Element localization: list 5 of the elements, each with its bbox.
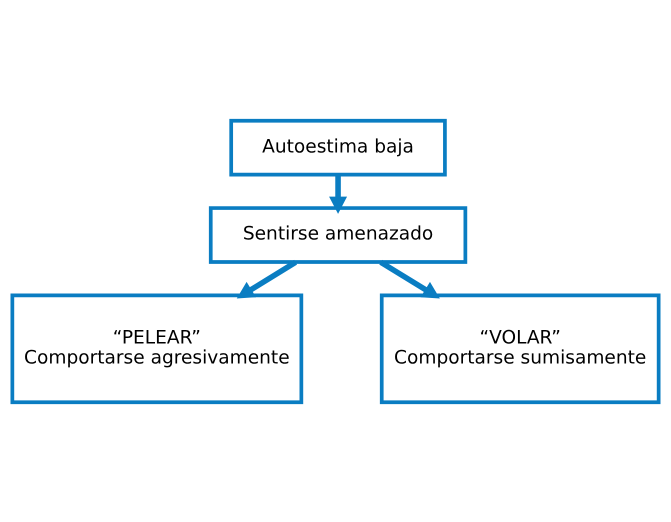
arrow — [329, 174, 348, 214]
node-box: “VOLAR” Comportarse sumisamente — [380, 293, 660, 404]
node-box: Sentirse amenazado — [208, 206, 468, 264]
node-box: Autoestima baja — [229, 118, 447, 176]
node-box: “PELEAR” Comportarse agresivamente — [10, 293, 304, 404]
